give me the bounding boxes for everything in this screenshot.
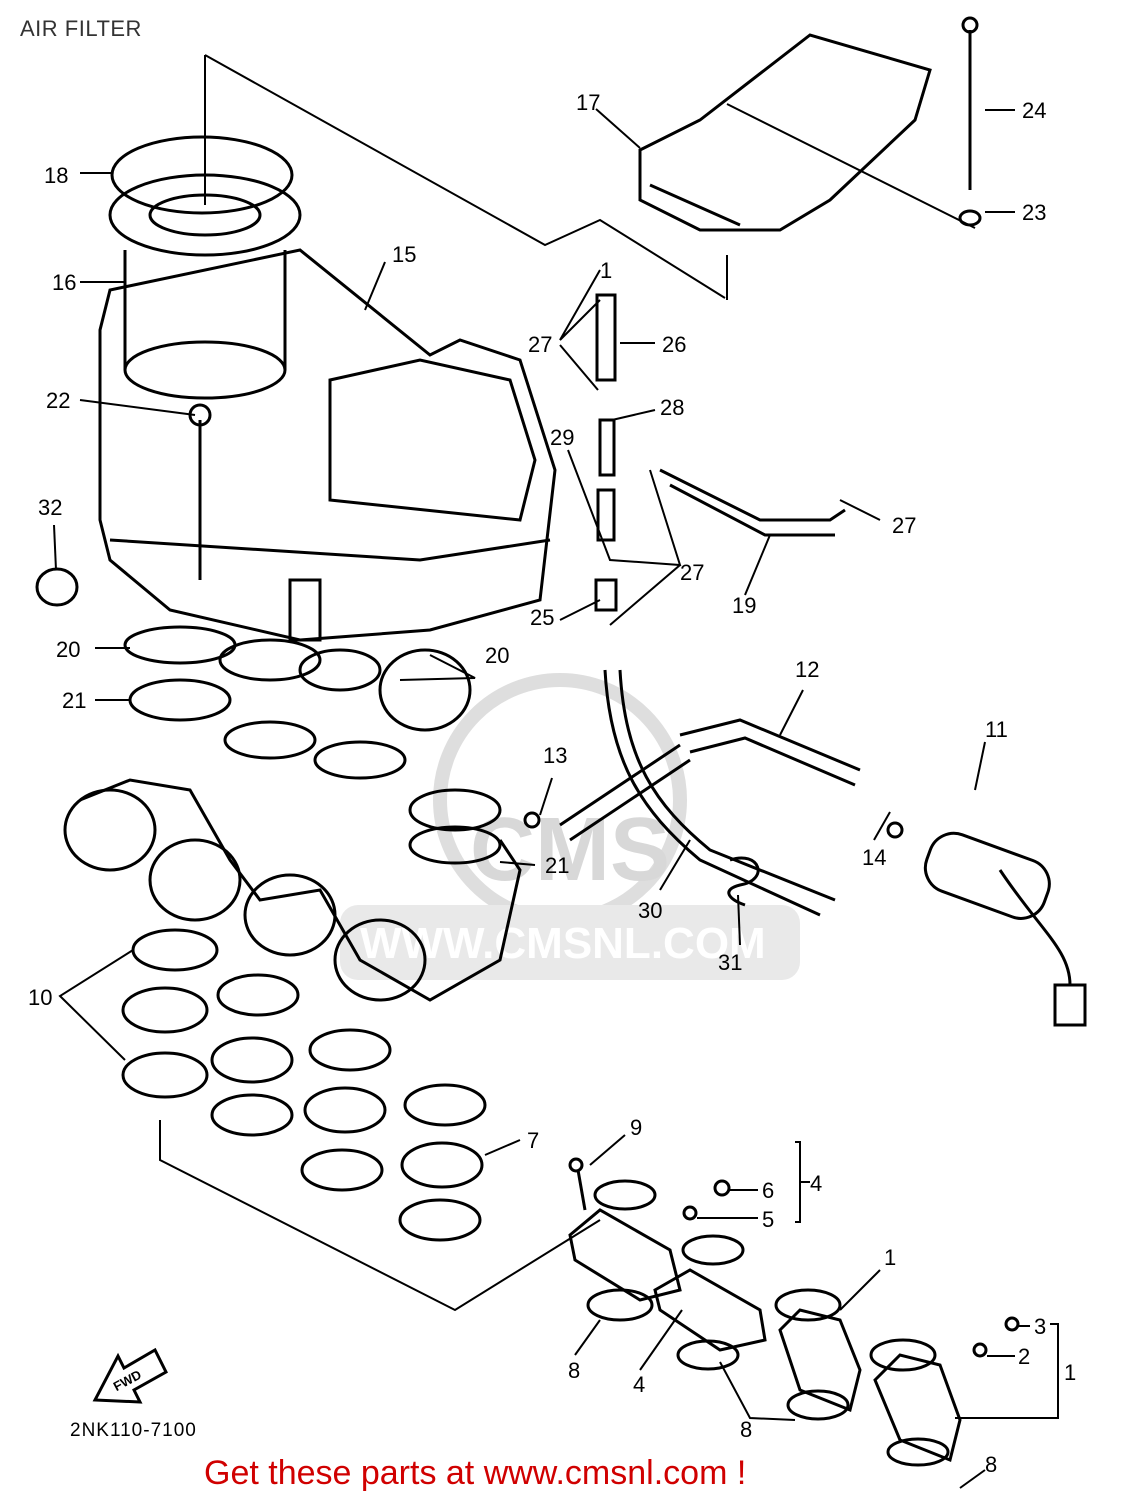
callout-8c: 8 [985,1452,997,1477]
callout-18: 18 [44,163,68,188]
callout-25: 25 [530,605,554,630]
hose-12 [559,718,861,842]
page-title: AIR FILTER [20,16,142,41]
callout-4b: 4 [633,1372,645,1397]
assembly-boundary-line [204,54,726,299]
air-box-15 [98,248,557,642]
callout-19: 19 [732,593,756,618]
callout-7: 7 [527,1128,539,1153]
duct-cover-17 [638,33,932,232]
fwd-arrow-icon: FWD [92,1347,168,1404]
intake-manifolds [568,1179,962,1467]
callout-1b: 1 [884,1245,896,1270]
get-parts-link[interactable]: Get these parts at www.cmsnl.com ! [204,1454,747,1492]
callout-16: 16 [52,270,76,295]
callout-27c: 27 [892,513,916,538]
callout-26: 26 [662,332,686,357]
bolt-24 [961,16,979,190]
callout-6: 6 [762,1178,774,1203]
callout-30: 30 [638,898,662,923]
watermark: CMS WWW.CMSNL.COM [340,673,800,980]
o-ring-18 [110,135,294,215]
callout-21a: 21 [62,688,86,713]
carb-joints-10-7 [121,928,487,1242]
callout-24: 24 [1022,98,1046,123]
callout-15: 15 [392,242,416,267]
callout-22: 22 [46,388,70,413]
callout-3: 3 [1034,1314,1046,1339]
callout-32: 32 [38,495,62,520]
callout-23: 23 [1022,200,1046,225]
callout-1c: 1 [1064,1360,1076,1385]
leader-lines [53,108,1059,1489]
callout-17: 17 [576,90,600,115]
callout-20a: 20 [56,637,80,662]
nut-23 [958,209,982,227]
callout-21b: 21 [545,853,569,878]
callout-2: 2 [1018,1344,1030,1369]
callout-31: 31 [718,950,742,975]
callout-11: 11 [985,717,1008,742]
callout-27b: 27 [680,560,704,585]
callout-10: 10 [28,985,52,1010]
filter-element-16 [108,173,302,400]
callout-27a: 27 [528,332,552,357]
assembly-boundary-line-lower [159,1120,601,1312]
callout-9: 9 [630,1115,642,1140]
hose-assembly [594,293,836,917]
carburetor-bank [63,778,522,1002]
solenoid-valve-11 [923,831,1087,1027]
document-code: 2NK110-7100 [70,1420,197,1441]
intake-joints-20-21 [123,625,502,865]
callout-20b: 20 [485,643,509,668]
callout-labels: 18 16 15 17 24 23 22 1 27 26 28 29 27 27… [28,90,1076,1477]
callout-13: 13 [543,743,567,768]
callout-28: 28 [660,395,684,420]
callout-4a: 4 [810,1171,822,1196]
callout-8b: 8 [740,1417,752,1442]
callout-14: 14 [862,845,886,870]
callout-5: 5 [762,1207,774,1232]
callout-1a: 1 [600,258,612,283]
hose-19 [659,468,846,522]
small-hardware [523,811,1020,1358]
grommet-32 [35,567,79,607]
callout-8a: 8 [568,1358,580,1383]
callout-29: 29 [550,425,574,450]
callout-12: 12 [795,657,819,682]
watermark-text: WWW.CMSNL.COM [360,919,766,968]
